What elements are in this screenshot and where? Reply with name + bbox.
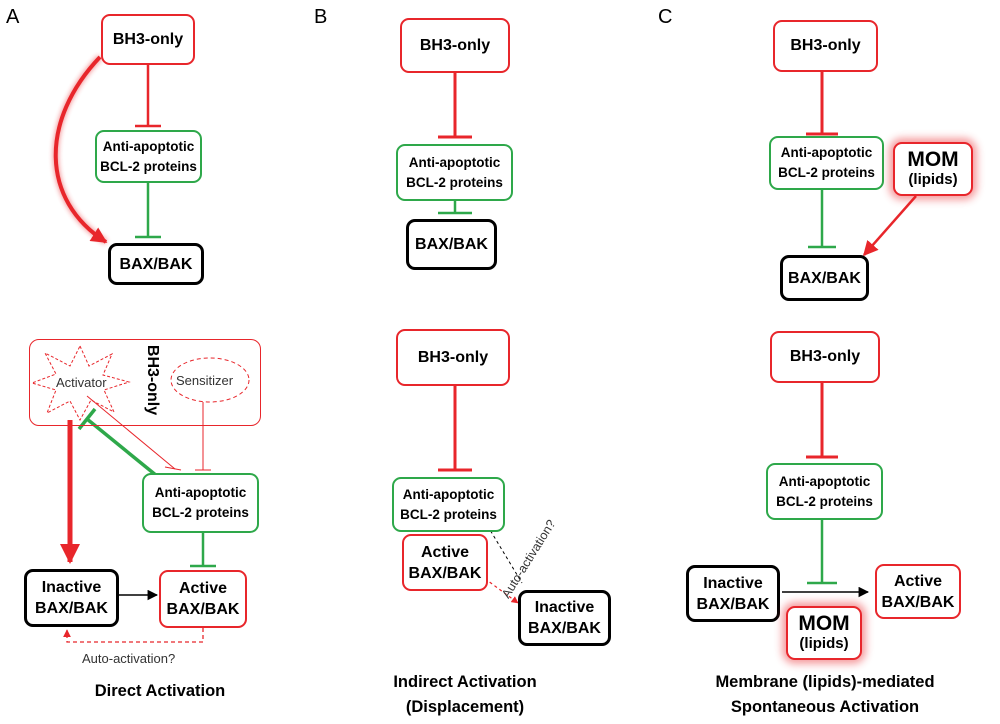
c-inactive-bax-bak-label: BAX/BAK bbox=[696, 595, 770, 613]
sensitizer-ellipse bbox=[170, 357, 250, 403]
b-bh3-only-box: BH3-only bbox=[400, 18, 510, 73]
b-auto-activation-arrow-black bbox=[471, 499, 523, 584]
c-caption-line1: Membrane (lipids)-mediated bbox=[715, 673, 935, 691]
c-bax-bak-label: BAX/BAK bbox=[788, 269, 861, 287]
a-caption: Direct Activation bbox=[60, 679, 260, 704]
c-active-label: Active bbox=[893, 572, 942, 590]
c-lipids-label-2: (lipids) bbox=[799, 635, 849, 652]
panel-letter-a: A bbox=[6, 6, 20, 28]
a-auto-activation-loop bbox=[63, 628, 204, 643]
a-active-label: Active bbox=[178, 580, 227, 597]
panel-a-top-connectors bbox=[52, 54, 161, 245]
b-caption-line2: (Displacement) bbox=[405, 698, 525, 716]
c-bax-bak-box: BAX/BAK bbox=[780, 255, 869, 301]
panel-letter-c: C bbox=[658, 6, 673, 28]
c-bh3-only-label-2: BH3-only bbox=[789, 348, 861, 365]
a-active-bax-bak-label: BAX/BAK bbox=[166, 601, 240, 618]
b-bh3-only-box-2: BH3-only bbox=[396, 329, 510, 386]
b-anti-apoptotic-label-2: Anti-apoptotic bbox=[402, 486, 495, 502]
c-mom-to-bax-arrow bbox=[863, 195, 917, 257]
b-inactive-label: Inactive bbox=[534, 599, 595, 616]
c-bcl2-label: BCL-2 proteins bbox=[778, 165, 875, 180]
c-anti-apoptotic-label: Anti-apoptotic bbox=[780, 145, 873, 160]
a-anti-apoptotic-label-2: Anti-apoptotic bbox=[154, 485, 247, 500]
b-inactive-bax-bak-box: Inactive BAX/BAK bbox=[518, 590, 611, 646]
a-bh3-only-label: BH3-only bbox=[112, 30, 184, 48]
panel-b-top-connectors bbox=[438, 72, 472, 215]
a-bh3-only-box: BH3-only bbox=[101, 14, 195, 65]
b-bh3-only-label: BH3-only bbox=[419, 36, 491, 54]
c-inactive-label: Inactive bbox=[703, 574, 763, 592]
a-bax-bak-label: BAX/BAK bbox=[119, 255, 193, 273]
b-caption: Indirect Activation (Displacement) bbox=[360, 670, 570, 720]
panel-c-bottom-connectors bbox=[782, 383, 870, 598]
b-bcl2-label-2: BCL-2 proteins bbox=[400, 506, 497, 522]
b-inactive-bax-bak-label: BAX/BAK bbox=[528, 620, 601, 637]
a-anti-apoptotic-label: Anti-apoptotic bbox=[102, 138, 195, 154]
c-mom-box-2: MOM (lipids) bbox=[786, 606, 862, 660]
a-activator-label: Activator bbox=[56, 375, 107, 390]
panel-c-top-connectors bbox=[806, 72, 917, 257]
c-anti-apoptotic-box-2: Anti-apoptotic BCL-2 proteins bbox=[766, 463, 883, 520]
b-active-bax-bak-box: Active BAX/BAK bbox=[402, 534, 488, 591]
a-caption-text: Direct Activation bbox=[94, 682, 226, 700]
a-anti-inhibits-activator bbox=[85, 417, 159, 478]
a-inactive-bax-bak-box: Inactive BAX/BAK bbox=[24, 569, 119, 627]
a-bh3-only-group-box bbox=[29, 339, 261, 426]
panel-letter-b: B bbox=[314, 6, 328, 28]
activator-starburst bbox=[30, 344, 131, 422]
c-bh3-only-box: BH3-only bbox=[773, 20, 878, 72]
b-active-label: Active bbox=[420, 543, 469, 561]
c-active-bax-bak-box: Active BAX/BAK bbox=[875, 564, 961, 619]
b-anti-apoptotic-box-2: Anti-apoptotic BCL-2 proteins bbox=[392, 477, 505, 532]
a-inactive-bax-bak-label: BAX/BAK bbox=[35, 600, 108, 617]
a-bax-bak-box: BAX/BAK bbox=[108, 243, 204, 285]
b-caption-line1: Indirect Activation bbox=[393, 673, 537, 691]
c-bh3-only-label: BH3-only bbox=[790, 37, 861, 54]
a-sensitizer-label: Sensitizer bbox=[176, 373, 234, 388]
b-bh3-only-label-2: BH3-only bbox=[417, 348, 489, 366]
c-inactive-bax-bak-box: Inactive BAX/BAK bbox=[686, 565, 780, 622]
a-anti-apoptotic-box-2: Anti-apoptotic BCL-2 proteins bbox=[142, 473, 259, 533]
b-bax-bak-box: BAX/BAK bbox=[406, 219, 497, 270]
c-lipids-label: (lipids) bbox=[908, 171, 958, 188]
b-bax-bak-label: BAX/BAK bbox=[415, 236, 488, 253]
a-anti-apoptotic-box: Anti-apoptotic BCL-2 proteins bbox=[95, 130, 202, 183]
c-bh3-only-box-2: BH3-only bbox=[770, 331, 880, 383]
c-mom-label-2: MOM bbox=[798, 612, 850, 635]
b-active-bax-bak-label: BAX/BAK bbox=[408, 564, 482, 582]
b-anti-apoptotic-box: Anti-apoptotic BCL-2 proteins bbox=[396, 144, 513, 201]
c-bcl2-label-2: BCL-2 proteins bbox=[776, 493, 873, 509]
a-bcl2-label-2: BCL-2 proteins bbox=[152, 505, 249, 520]
c-anti-apoptotic-label-2: Anti-apoptotic bbox=[778, 473, 871, 489]
c-caption-line2: Spontaneous Activation bbox=[730, 698, 920, 716]
b-bcl2-label: BCL-2 proteins bbox=[406, 174, 503, 190]
a-auto-activation-label: Auto-activation? bbox=[82, 651, 176, 666]
c-mom-label: MOM bbox=[907, 148, 959, 171]
a-bcl2-label: BCL-2 proteins bbox=[100, 158, 197, 174]
c-active-bax-bak-label: BAX/BAK bbox=[881, 593, 955, 611]
a-bh3-only-group-label: BH3-only bbox=[144, 344, 162, 416]
panel-a-bottom-connectors bbox=[30, 344, 250, 643]
c-anti-apoptotic-box: Anti-apoptotic BCL-2 proteins bbox=[769, 136, 884, 190]
c-caption: Membrane (lipids)-mediated Spontaneous A… bbox=[680, 670, 970, 720]
a-inactive-label: Inactive bbox=[41, 579, 102, 596]
a-active-bax-bak-box: Active BAX/BAK bbox=[159, 570, 247, 628]
c-mom-box: MOM (lipids) bbox=[893, 142, 973, 196]
b-anti-apoptotic-label: Anti-apoptotic bbox=[408, 154, 501, 170]
